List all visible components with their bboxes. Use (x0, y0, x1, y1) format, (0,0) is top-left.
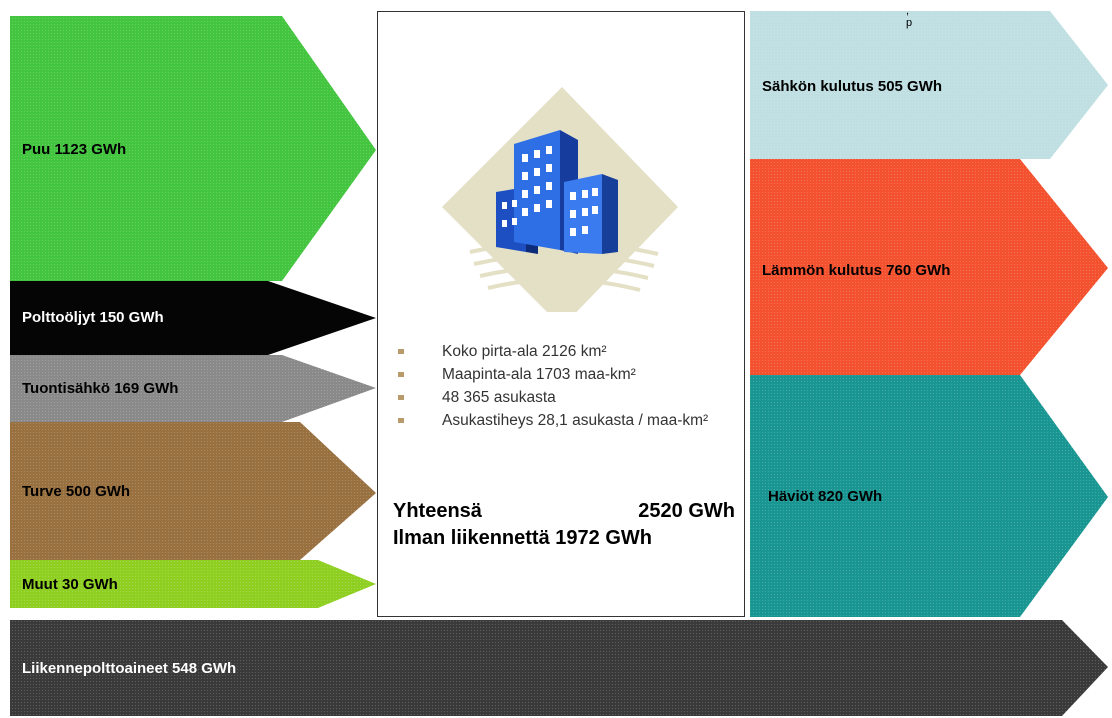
total-value: 2520 GWh (638, 500, 735, 522)
buildings-icon (496, 130, 618, 254)
flow-label-polttooljyt: Polttoöljyt 150 GWh (22, 309, 164, 326)
flow-label-puu: Puu 1123 GWh (22, 141, 127, 158)
top-text-fragment: , p (906, 5, 913, 29)
flow-label-tuontisahko: Tuontisähkö 169 GWh (22, 380, 179, 397)
bullet-marker-icon (398, 395, 404, 400)
flow-label-liikennepolttoaineet: Liikennepolttoaineet 548 GWh (22, 660, 237, 677)
city-building-illustration (442, 87, 678, 312)
stats-list: Koko pirta-ala 2126 km² Maapinta-ala 170… (398, 342, 738, 434)
list-item: Koko pirta-ala 2126 km² (398, 342, 738, 361)
total-label: Yhteensä (393, 500, 482, 522)
center-info-panel: , p (377, 5, 912, 617)
excluding-transport-total: Ilman liikennettä 1972 GWh (393, 527, 652, 549)
bullet-marker-icon (398, 349, 404, 354)
bullet-marker-icon (398, 418, 404, 423)
flow-label-muut: Muut 30 GWh (22, 576, 118, 593)
totals-block: Yhteensä 2520 GWh Ilman liikennettä 1972… (393, 498, 735, 552)
flow-label-sahkon-kulutus: Sähkön kulutus 505 GWh (762, 78, 943, 95)
list-item: Asukastiheys 28,1 asukasta / maa-km² (398, 411, 738, 430)
list-item: Maapinta-ala 1703 maa-km² (398, 365, 738, 384)
flow-label-turve: Turve 500 GWh (22, 483, 131, 500)
bullet-marker-icon (398, 372, 404, 377)
flow-label-haviot: Häviöt 820 GWh (768, 488, 883, 505)
list-item: 48 365 asukasta (398, 388, 738, 407)
flow-arrow-polttooljyt (10, 281, 376, 355)
flow-label-lammon-kulutus: Lämmön kulutus 760 GWh (762, 262, 951, 279)
